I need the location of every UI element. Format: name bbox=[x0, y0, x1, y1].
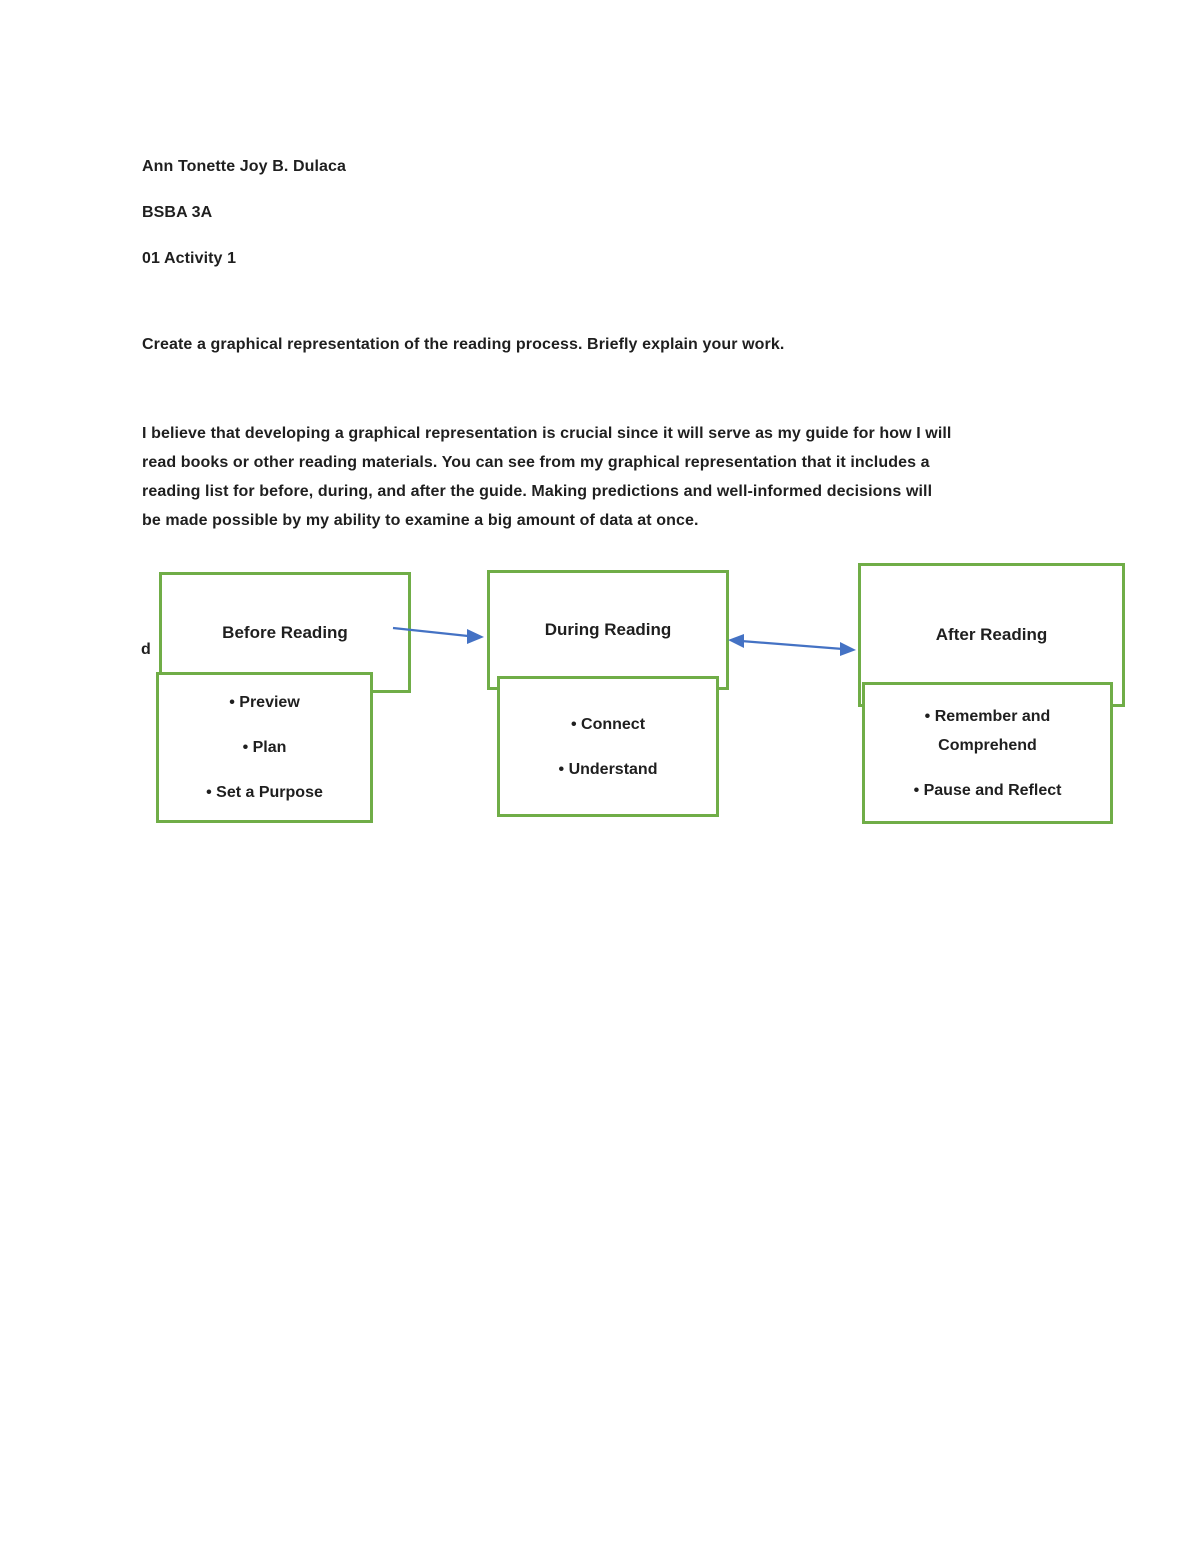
stray-character: d bbox=[141, 641, 151, 658]
bullet-item: • Understand bbox=[558, 760, 658, 778]
author-name: Ann Tonette Joy B. Dulaca bbox=[142, 158, 347, 175]
bullet-item: • Connect bbox=[570, 715, 646, 733]
prompt-text: Create a graphical representation of the… bbox=[142, 336, 785, 353]
stage-title-during: During Reading bbox=[544, 620, 672, 639]
class-section: BSBA 3A bbox=[142, 204, 213, 221]
bullet-item: • Set a Purpose bbox=[206, 784, 323, 801]
stage-title-before: Before Reading bbox=[222, 622, 348, 642]
stage-title-box-during: During Reading bbox=[487, 570, 729, 690]
stage-detail-box-after: • Remember and Comprehend • Pause and Re… bbox=[862, 682, 1113, 824]
stage-title-after: After Reading bbox=[935, 625, 1048, 644]
stage-detail-box-during: • Connect • Understand bbox=[497, 676, 719, 817]
bullet-item: • Pause and Reflect bbox=[913, 781, 1062, 799]
activity-title: 01 Activity 1 bbox=[142, 250, 237, 267]
bullet-item: • Remember and Comprehend bbox=[924, 707, 1051, 754]
bullet-item: • Preview bbox=[229, 694, 300, 711]
stage-detail-box-before: • Preview • Plan • Set a Purpose bbox=[156, 672, 373, 823]
arrow-during-after-double-icon bbox=[728, 634, 856, 656]
explanation-paragraph: I believe that developing a graphical re… bbox=[142, 425, 952, 529]
arrow-before-to-during-icon bbox=[392, 626, 484, 644]
bullet-item: • Plan bbox=[242, 739, 287, 756]
